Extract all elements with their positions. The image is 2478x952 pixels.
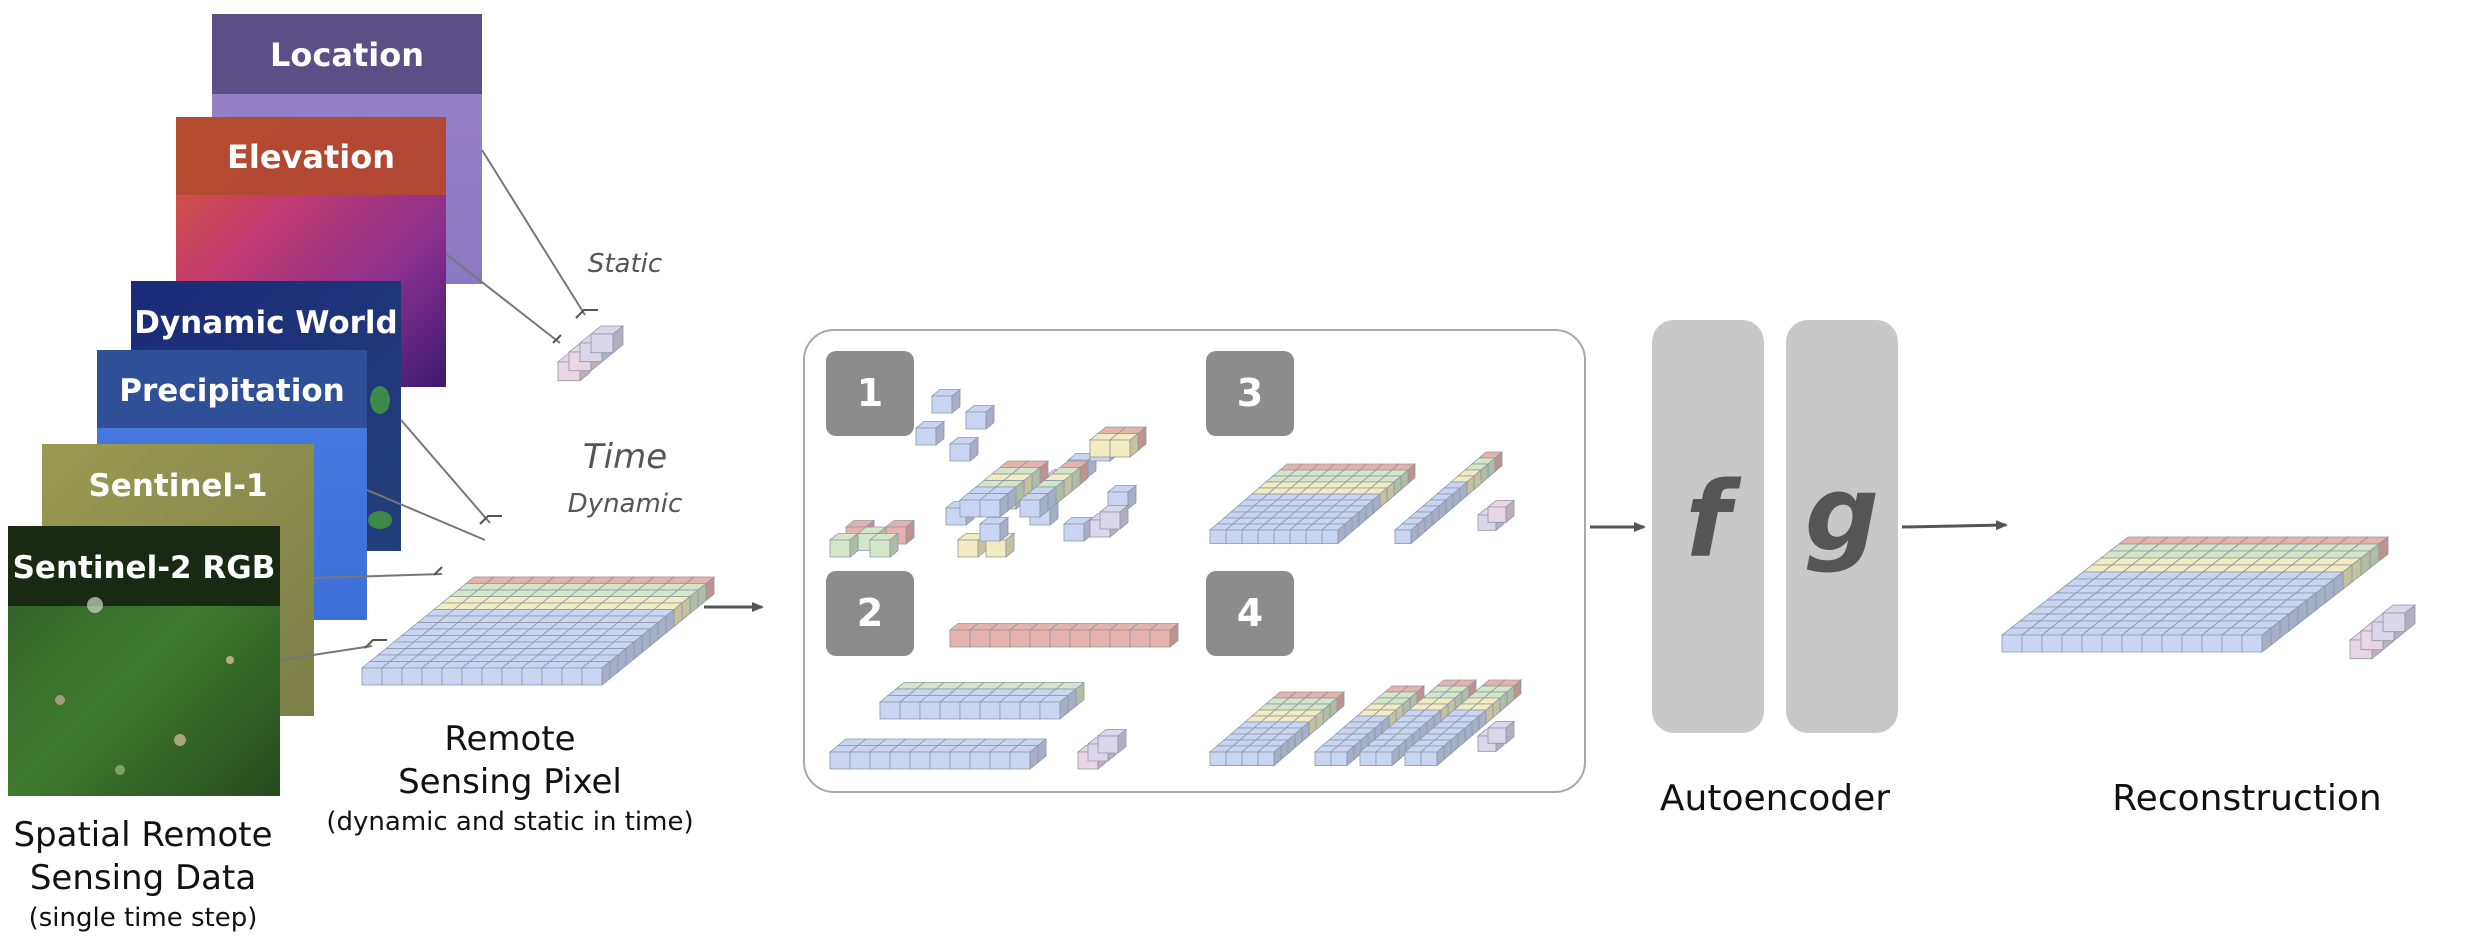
badge-3: 3 xyxy=(1206,351,1294,436)
layer-sentinel-2-rgb: Sentinel-2 RGB xyxy=(8,526,280,796)
badge-1-text: 1 xyxy=(857,371,883,415)
cube-cell xyxy=(1256,745,1283,767)
cube-cell xyxy=(1329,745,1356,767)
cube-cell xyxy=(1486,499,1516,524)
dynamic-label: Dynamic xyxy=(568,489,683,519)
reconstruction-cube xyxy=(2000,536,2390,653)
static-features-cube xyxy=(556,325,625,382)
cube-cell xyxy=(2381,604,2417,633)
masking-panel xyxy=(803,329,1586,793)
cube-cell xyxy=(1038,694,1070,720)
cube-cell xyxy=(2240,627,2273,653)
cube-cell xyxy=(1106,484,1138,510)
pixel-caption-line1: Remote xyxy=(444,719,575,759)
layer-location-title: Location xyxy=(270,36,424,74)
cube-cell xyxy=(948,436,980,462)
remote-sensing-pixel-cube xyxy=(360,576,716,686)
cube-cell xyxy=(828,532,860,558)
decoder-block: g xyxy=(1786,320,1898,733)
badge-3-text: 3 xyxy=(1237,371,1263,415)
cube-cell xyxy=(1062,516,1094,542)
pixel-caption-line2: Sensing Pixel xyxy=(398,762,622,802)
cube-cell xyxy=(1393,523,1420,545)
decoder-symbol: g xyxy=(1805,453,1879,575)
cube-cell xyxy=(978,492,1010,518)
cube-cell xyxy=(978,516,1010,542)
bracket-marks xyxy=(364,309,598,649)
cube-cell xyxy=(1098,504,1130,530)
arrow-to-reconstruction xyxy=(1901,520,2008,531)
spatial-caption-line1: Spatial Remote xyxy=(13,815,272,855)
cube-cell xyxy=(1486,720,1516,745)
encoder-block: f xyxy=(1652,320,1764,733)
cube-cell xyxy=(1018,492,1050,518)
cube-cell xyxy=(964,404,996,430)
static-label: Static xyxy=(588,249,662,279)
layer-sentinel-1-title: Sentinel-1 xyxy=(88,468,267,504)
reconstruction-label: Reconstruction xyxy=(2112,778,2381,819)
reconstruction-static-cube xyxy=(2348,604,2417,660)
layer-connectors xyxy=(279,149,586,661)
cube-cell xyxy=(1148,622,1180,648)
badge-1: 1 xyxy=(826,351,914,436)
cube-cell xyxy=(1008,744,1040,770)
masking-cubes xyxy=(828,388,1523,770)
cube-cell xyxy=(1108,432,1140,458)
spatial-caption-line2: Sensing Data xyxy=(30,858,256,898)
cube-cell xyxy=(868,532,900,558)
badge-2: 2 xyxy=(826,571,914,656)
badge-4: 4 xyxy=(1206,571,1294,656)
cube-cell xyxy=(1419,745,1446,767)
badge-2-text: 2 xyxy=(857,591,883,635)
cube-cell xyxy=(580,660,612,686)
layer-sentinel-2-rgb-title: Sentinel-2 RGB xyxy=(13,550,276,586)
layer-elevation-title: Elevation xyxy=(227,138,395,176)
cube-cell xyxy=(930,388,962,414)
badge-4-text: 4 xyxy=(1237,591,1263,635)
pixel-caption-sub: (dynamic and static in time) xyxy=(326,807,693,837)
autoencoder-label: Autoencoder xyxy=(1660,778,1890,819)
layer-precipitation-title: Precipitation xyxy=(119,373,344,409)
time-label: Time xyxy=(583,437,667,477)
cube-cell xyxy=(914,420,946,446)
cube-cell xyxy=(1096,728,1128,754)
cube-cell xyxy=(1320,523,1347,545)
layer-dynamic-world-title: Dynamic World xyxy=(134,305,398,341)
cube-cell xyxy=(1374,745,1401,767)
cube-cell xyxy=(589,325,625,354)
spatial-caption-sub: (single time step) xyxy=(29,903,258,933)
